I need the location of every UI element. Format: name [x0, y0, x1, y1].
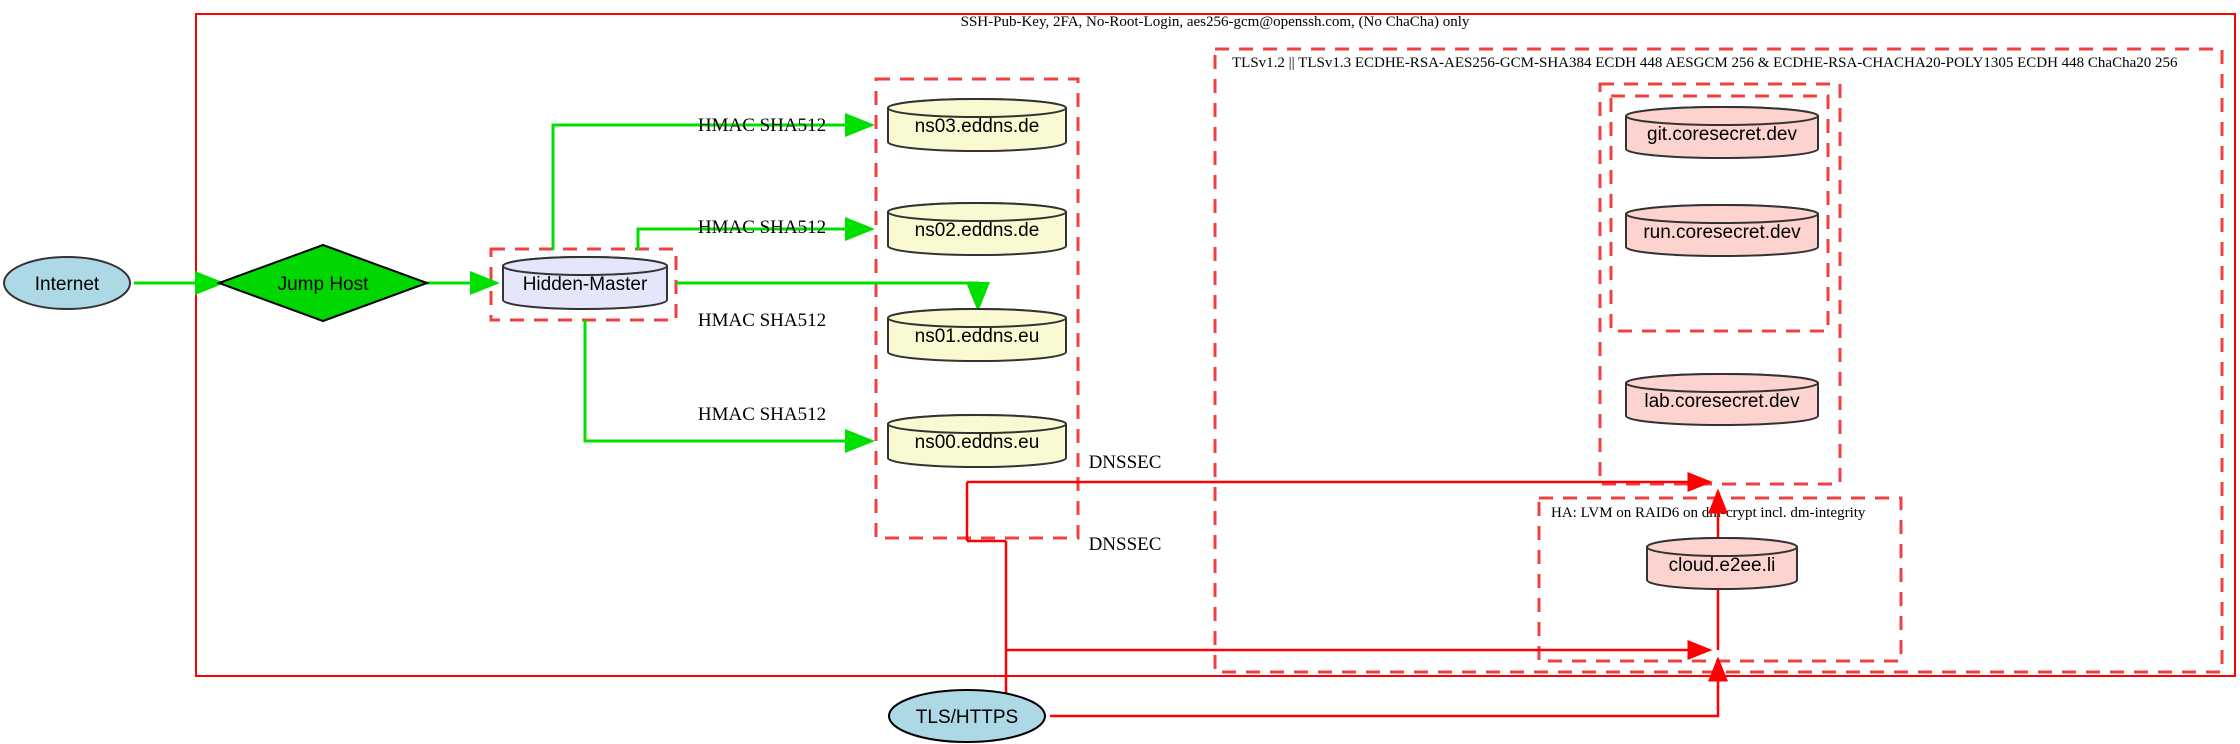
- cluster-coresecret-outer-boundary: [1598, 82, 1842, 486]
- node-ns01[interactable]: ns01.eddns.eu: [886, 308, 1068, 362]
- outer-boundary-label: SSH-Pub-Key, 2FA, No-Root-Login, aes256-…: [961, 14, 1470, 30]
- node-ns02-top: [886, 202, 1068, 222]
- cluster-coresecret-inner-boundary: [1609, 94, 1830, 333]
- node-ns01-top: [886, 308, 1068, 328]
- node-jump-host-shape: [216, 243, 430, 323]
- node-jump-host[interactable]: Jump Host: [216, 243, 430, 323]
- edge-label-dnssec-lower: DNSSEC: [1089, 534, 1162, 555]
- node-ns03-top: [886, 98, 1068, 118]
- node-ns00-top: [886, 414, 1068, 434]
- node-internet[interactable]: Internet: [3, 256, 131, 310]
- node-tls-https[interactable]: TLS/HTTPS: [888, 689, 1046, 743]
- node-tls-https-shape: [888, 689, 1046, 743]
- node-run-coresecret-top: [1624, 204, 1820, 224]
- node-hidden-master[interactable]: Hidden-Master: [501, 256, 669, 310]
- node-internet-shape: [3, 256, 131, 310]
- edge-hiddenmaster-to-ns03: [551, 113, 875, 250]
- node-ns00[interactable]: ns00.eddns.eu: [886, 414, 1068, 468]
- node-cloud-e2ee-top: [1645, 537, 1799, 557]
- edge-hiddenmaster-to-ns00: [583, 320, 875, 453]
- cluster-ha-label: HA: LVM on RAID6 on dm-crypt incl. dm-in…: [1551, 505, 1866, 521]
- node-cloud-e2ee[interactable]: cloud.e2ee.li: [1645, 537, 1799, 590]
- edge-hiddenmaster-to-ns02: [636, 217, 875, 250]
- node-ns00-label: ns00.eddns.eu: [915, 432, 1040, 453]
- cluster-tls-label: TLSv1.2 || TLSv1.3 ECDHE-RSA-AES256-GCM-…: [1232, 55, 2178, 71]
- node-ns02-label: ns02.eddns.de: [915, 220, 1040, 241]
- node-cloud-e2ee-label: cloud.e2ee.li: [1669, 555, 1776, 576]
- node-git-coresecret-label: git.coresecret.dev: [1647, 124, 1797, 145]
- node-jump-host-label: Jump Host: [278, 274, 370, 295]
- node-run-coresecret[interactable]: run.coresecret.dev: [1624, 204, 1820, 257]
- edge-label-dnssec-upper: DNSSEC: [1089, 452, 1162, 473]
- edge-label-hmac-ns00: HMAC SHA512: [698, 404, 826, 425]
- node-hidden-master-label: Hidden-Master: [523, 274, 648, 295]
- node-ns03-label: ns03.eddns.de: [915, 116, 1040, 137]
- node-internet-label: Internet: [35, 274, 100, 295]
- edge-label-hmac-ns01: HMAC SHA512: [698, 310, 826, 331]
- outer-security-boundary: [195, 13, 2236, 677]
- node-git-coresecret-top: [1624, 106, 1820, 126]
- edge-tlshttps-to-cloud: [1050, 656, 1728, 718]
- node-run-coresecret-label: run.coresecret.dev: [1643, 222, 1801, 243]
- node-tls-https-label: TLS/HTTPS: [916, 707, 1018, 728]
- node-ns03[interactable]: ns03.eddns.de: [886, 98, 1068, 152]
- node-ns01-label: ns01.eddns.eu: [915, 326, 1040, 347]
- node-ns02[interactable]: ns02.eddns.de: [886, 202, 1068, 256]
- edge-label-hmac-ns03: HMAC SHA512: [698, 115, 826, 136]
- node-lab-coresecret-label: lab.coresecret.dev: [1644, 391, 1800, 412]
- edge-label-hmac-ns02: HMAC SHA512: [698, 217, 826, 238]
- node-lab-coresecret-top: [1624, 373, 1820, 393]
- node-git-coresecret[interactable]: git.coresecret.dev: [1624, 106, 1820, 159]
- edge-hiddenmaster-to-ns01: [676, 281, 990, 312]
- node-hidden-master-top: [501, 256, 669, 276]
- cluster-dns-boundary: [874, 77, 1080, 540]
- node-lab-coresecret[interactable]: lab.coresecret.dev: [1624, 373, 1820, 426]
